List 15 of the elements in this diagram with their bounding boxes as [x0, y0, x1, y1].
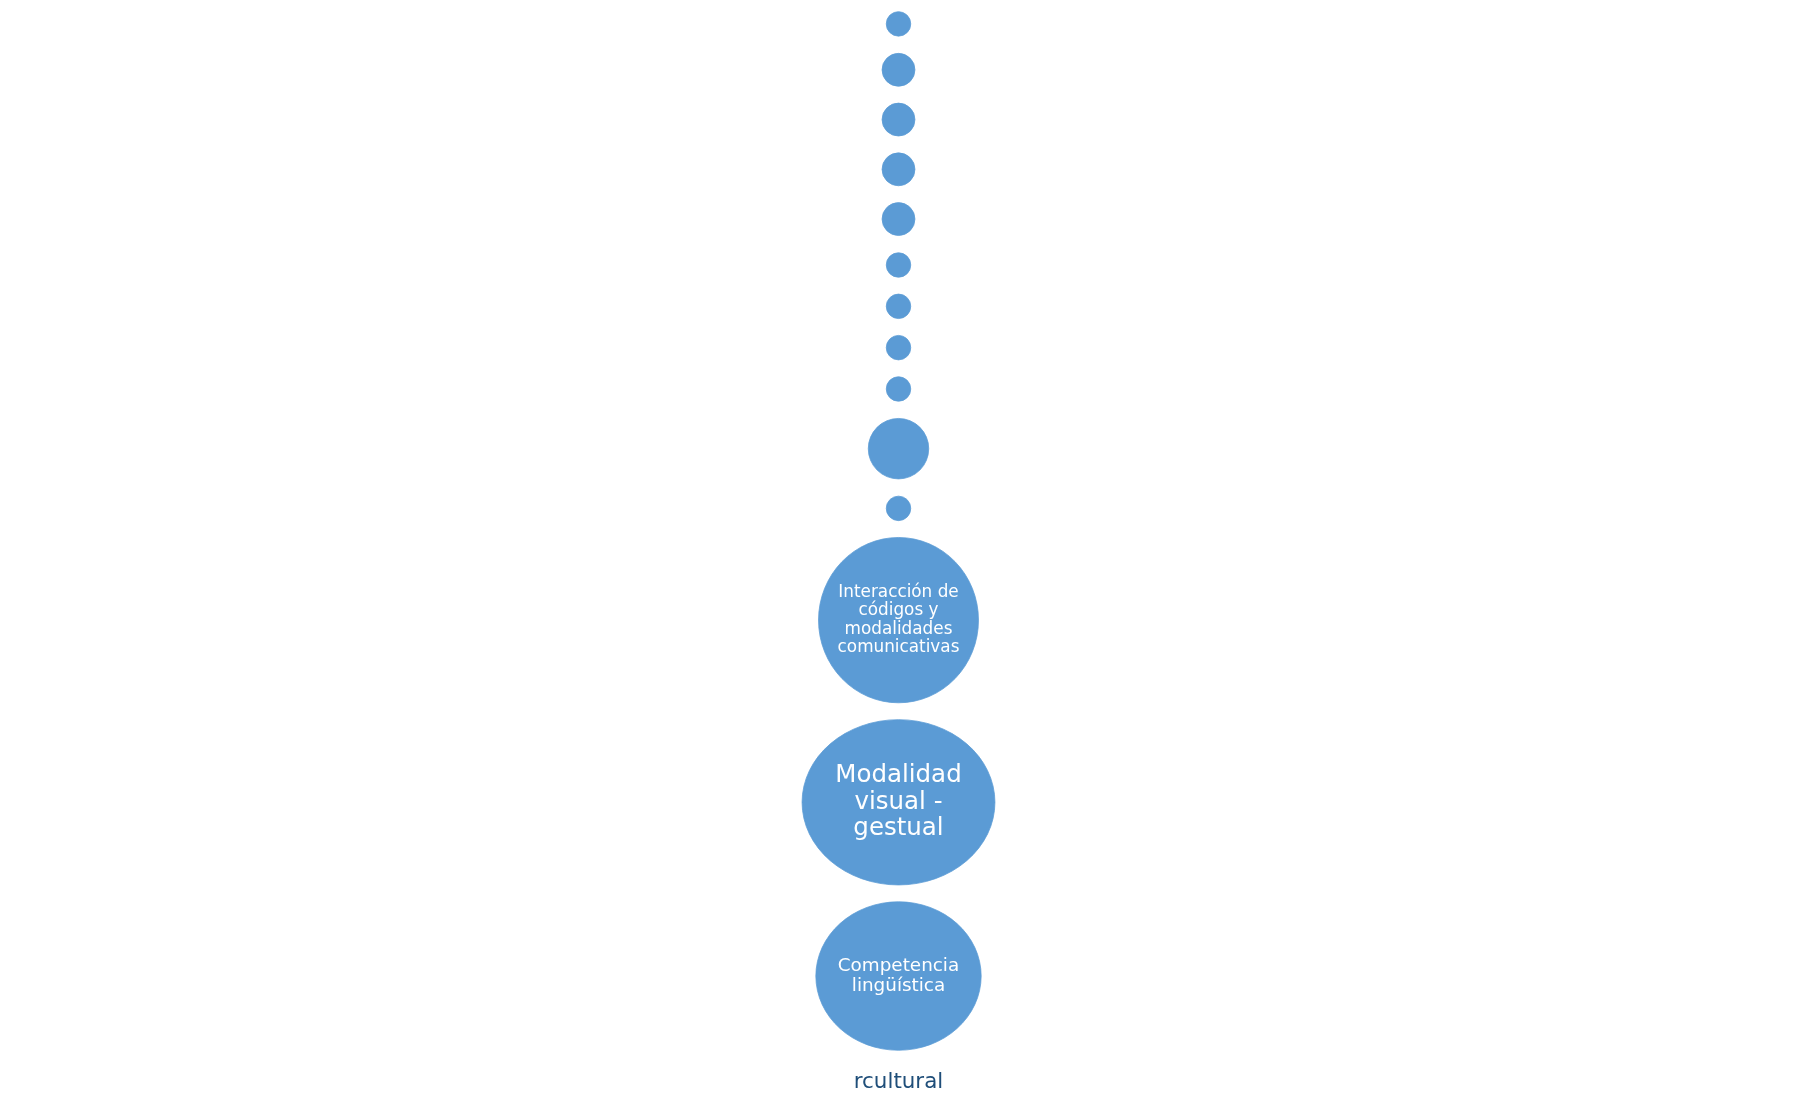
- node-ellipse: Competencia lingüística: [815, 901, 982, 1051]
- node-circle: [885, 11, 912, 37]
- node-circle: [885, 376, 912, 402]
- node-circle: [867, 418, 930, 480]
- node-circle: [881, 102, 916, 137]
- node-circle: [881, 202, 916, 236]
- node-circle: [881, 152, 916, 187]
- node-ellipse: Modalidad visual - gestual: [801, 719, 996, 886]
- node-circle: [885, 335, 912, 361]
- node-circle: [885, 252, 912, 278]
- node-circle: Interacción de códigos y modalidades comunicativas: [818, 537, 979, 704]
- label: rcultural: [853, 1067, 944, 1093]
- node-circle: [885, 293, 912, 319]
- node-circle: [881, 52, 916, 87]
- node-circle: [885, 495, 912, 521]
